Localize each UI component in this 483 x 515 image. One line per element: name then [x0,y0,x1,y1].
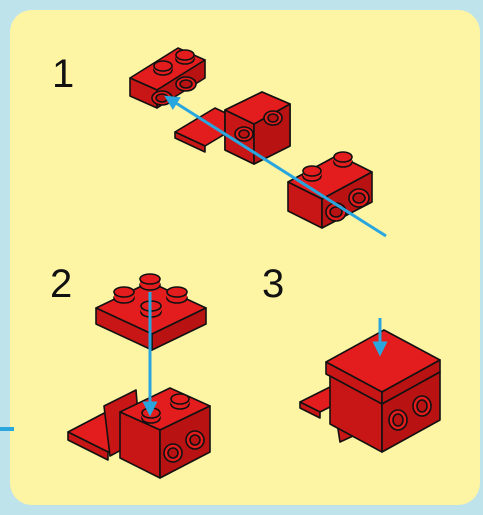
page-edge-marker [0,427,14,431]
step1-bracket [174,91,291,165]
step2-base-assembly [67,387,211,479]
step-number-2: 2 [50,262,73,306]
step-number-3: 3 [262,262,285,306]
step-number-1: 1 [52,52,75,96]
step1-arrow [164,95,387,238]
step1-technic-brick [287,151,373,229]
step3-finished-model [299,329,441,453]
